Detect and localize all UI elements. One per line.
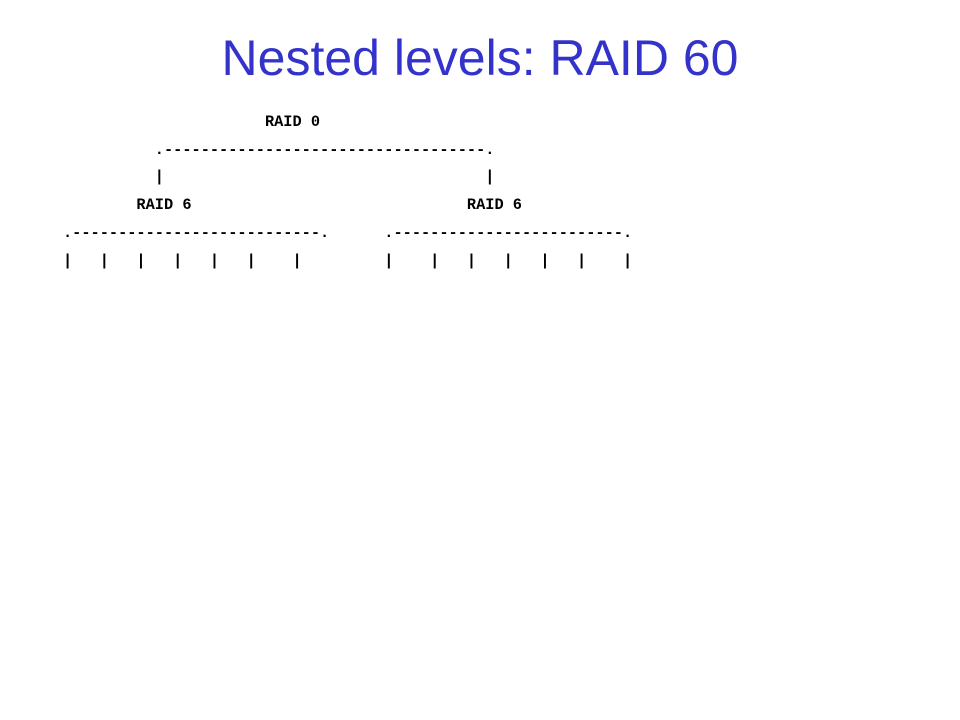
slide-title: Nested levels: RAID 60 [221,30,739,86]
raid60-ascii-diagram: RAID 0 .--------------------------------… [63,113,633,270]
